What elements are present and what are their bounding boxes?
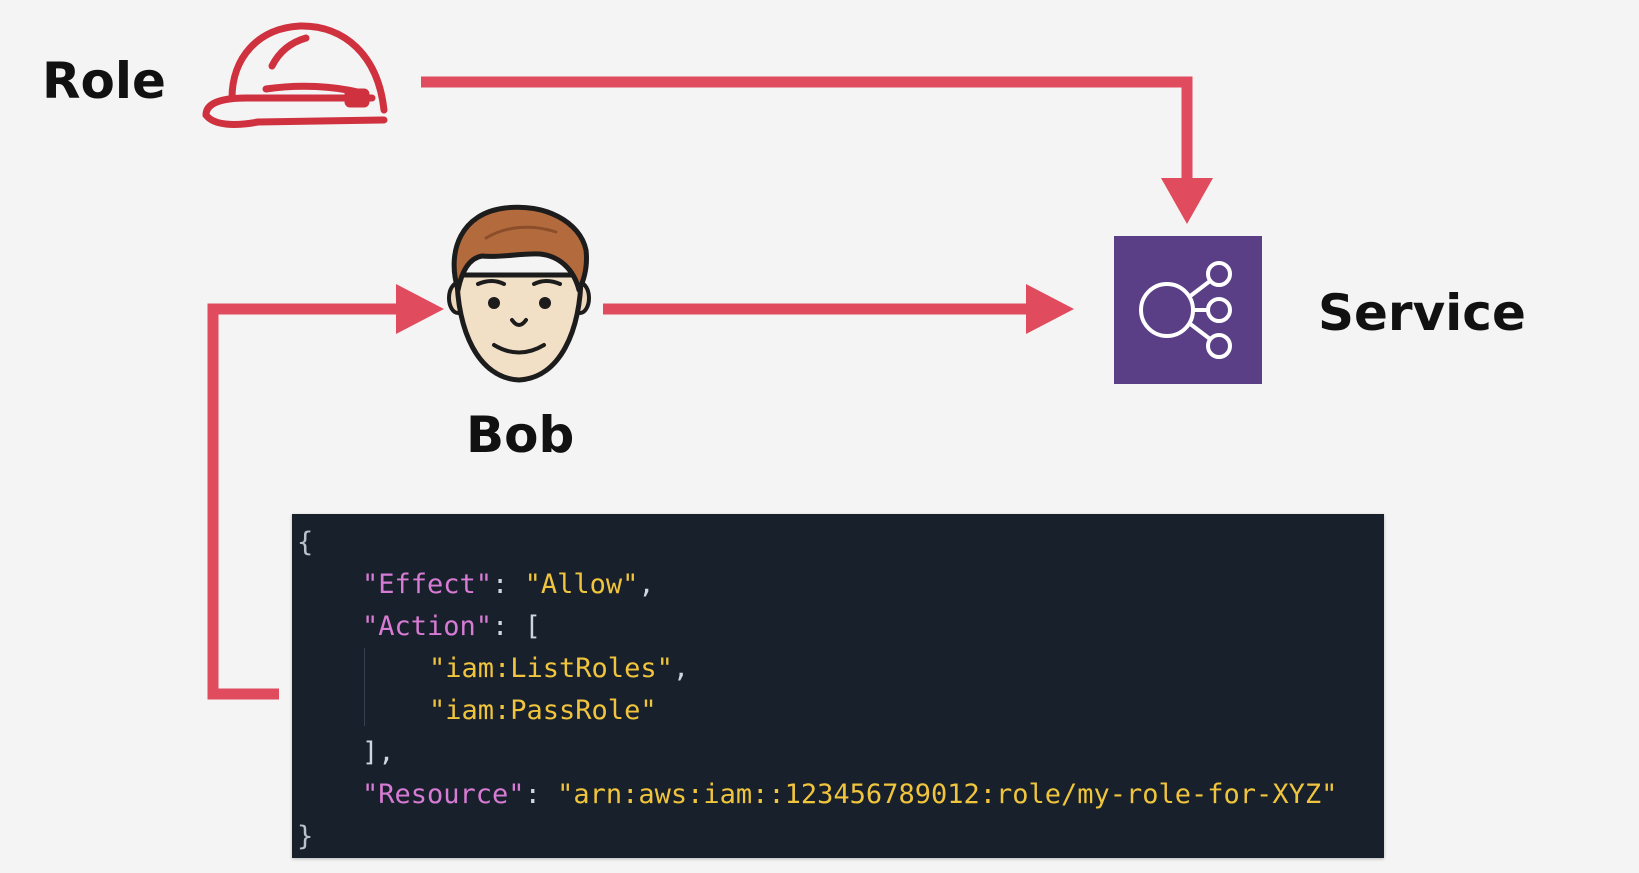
code-line-action-close: ], <box>292 732 1384 774</box>
code-line-effect: "Effect": "Allow", <box>292 564 1384 606</box>
action-item-comma: , <box>672 653 690 684</box>
resource-value: "arn:aws:iam::123456789012:role/my-role-… <box>557 779 1338 810</box>
action-open-bracket: [ <box>524 611 541 642</box>
effect-value: "Allow" <box>524 569 639 600</box>
code-line-resource: "Resource": "arn:aws:iam::123456789012:r… <box>292 774 1384 816</box>
bob-to-service-arrow <box>603 284 1074 334</box>
close-brace: } <box>297 821 314 852</box>
code-line-action: "Action": [ <box>292 606 1384 648</box>
action-key: "Action" <box>362 611 493 642</box>
action-close-bracket: ], <box>362 737 395 768</box>
bob-label: Bob <box>466 406 575 464</box>
effect-comma: , <box>638 569 655 600</box>
action-item-pass-role: "iam:PassRole" <box>429 695 657 726</box>
service-label: Service <box>1318 284 1526 342</box>
bob-avatar-icon <box>447 204 591 383</box>
action-item-list-roles: "iam:ListRoles" <box>429 653 673 684</box>
open-brace: { <box>297 527 314 558</box>
policy-to-bob-arrow <box>207 284 444 700</box>
effect-colon: : <box>492 569 525 600</box>
effect-key: "Effect" <box>362 569 493 600</box>
code-line-action-item: "iam:ListRoles", <box>292 648 1384 690</box>
role-label: Role <box>42 52 166 110</box>
indent-guide <box>364 648 365 726</box>
code-line-action-item: "iam:PassRole" <box>292 690 1384 732</box>
role-to-service-arrow <box>421 76 1213 224</box>
policy-code-block: { "Effect": "Allow", "Action": [ "iam:Li… <box>292 514 1384 858</box>
resource-key: "Resource" <box>362 779 525 810</box>
code-line-close-brace: } <box>292 816 1384 858</box>
resource-colon: : <box>524 779 558 810</box>
hard-hat-icon <box>202 22 388 128</box>
service-hub-icon <box>1114 236 1262 384</box>
action-colon: : <box>492 611 525 642</box>
code-line-open-brace: { <box>292 522 1384 564</box>
